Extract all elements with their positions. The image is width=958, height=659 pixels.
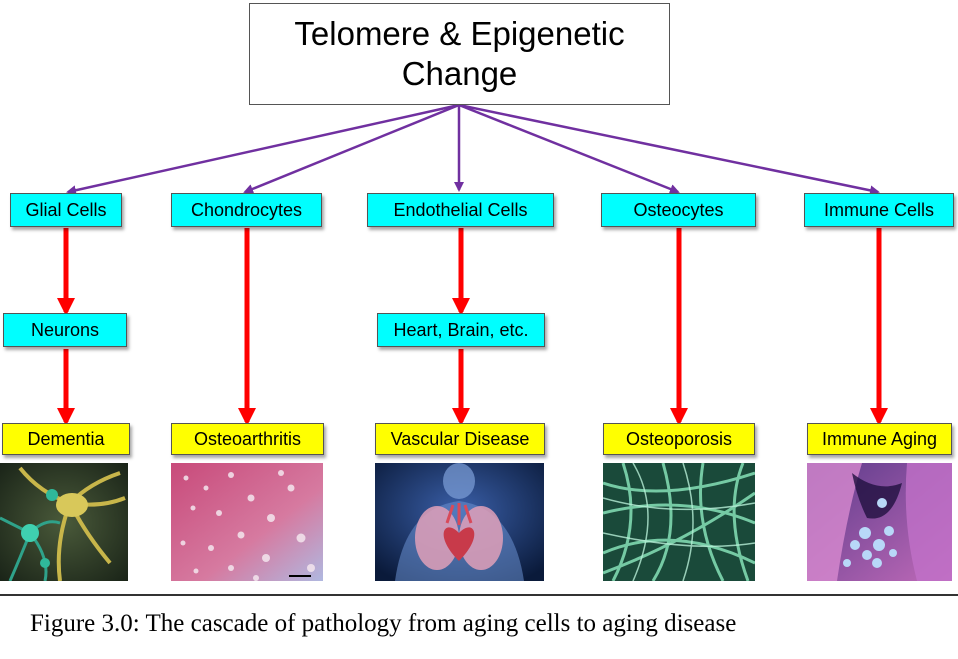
cell-label: Endothelial Cells <box>393 200 527 221</box>
disease-box-immune-aging: Immune Aging <box>807 423 952 455</box>
neuron-image <box>0 463 128 581</box>
cell-label: Immune Cells <box>824 200 934 221</box>
arrow-title-to-chondrocytes <box>245 105 459 192</box>
cell-box-endothelial: Endothelial Cells <box>367 193 554 227</box>
immune-cells-image <box>807 463 952 581</box>
cell-box-osteocytes: Osteocytes <box>601 193 756 227</box>
cell-label: Chondrocytes <box>191 200 302 221</box>
intermediate-label: Neurons <box>31 320 99 341</box>
disease-label: Vascular Disease <box>391 429 530 450</box>
disease-box-dementia: Dementia <box>2 423 130 455</box>
heart-lungs-image <box>375 463 544 581</box>
intermediate-box-heart-brain: Heart, Brain, etc. <box>377 313 545 347</box>
intermediate-box-neurons: Neurons <box>3 313 127 347</box>
cell-box-immune: Immune Cells <box>804 193 954 227</box>
cell-box-glial: Glial Cells <box>10 193 122 227</box>
cartilage-image <box>171 463 323 581</box>
arrow-title-to-osteocytes <box>459 105 678 192</box>
title-text: Telomere & Epigenetic Change <box>250 14 669 94</box>
cell-box-chondrocytes: Chondrocytes <box>171 193 322 227</box>
disease-box-osteoporosis: Osteoporosis <box>603 423 755 455</box>
intermediate-label: Heart, Brain, etc. <box>393 320 528 341</box>
disease-label: Osteoarthritis <box>194 429 301 450</box>
title-box: Telomere & Epigenetic Change <box>249 3 670 105</box>
disease-label: Immune Aging <box>822 429 937 450</box>
arrow-title-to-glial <box>68 105 459 192</box>
caption-divider <box>0 594 958 596</box>
disease-label: Dementia <box>27 429 104 450</box>
arrow-title-to-immune <box>459 105 878 192</box>
disease-box-osteoarthritis: Osteoarthritis <box>171 423 324 455</box>
bone-fiber-image <box>603 463 755 581</box>
figure-caption: Figure 3.0: The cascade of pathology fro… <box>30 610 930 638</box>
disease-label: Osteoporosis <box>626 429 732 450</box>
cell-label: Glial Cells <box>25 200 106 221</box>
disease-box-vascular: Vascular Disease <box>375 423 545 455</box>
cell-label: Osteocytes <box>633 200 723 221</box>
